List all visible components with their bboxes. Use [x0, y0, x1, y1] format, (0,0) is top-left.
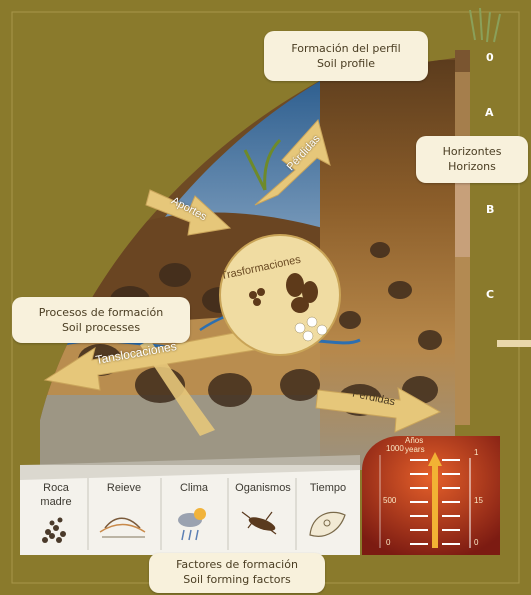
horizons-callout: Horizontes Horizons [416, 136, 528, 183]
grass [470, 8, 500, 42]
horizons-title: Horizontes [416, 144, 528, 159]
forming-factors-subtitle: Soil forming factors [149, 572, 325, 587]
factor-label-tiempo: Tiempo [300, 481, 356, 495]
horizon-letter-c: C [486, 288, 494, 301]
soil-processes-subtitle: Soil processes [12, 320, 190, 335]
scale-left-mid-value: 500 [383, 496, 396, 505]
soil-processes-title: Procesos de formación [12, 305, 190, 320]
legend-marker [497, 340, 531, 347]
scale-unit-en: years [405, 445, 425, 454]
horizon-letter-b: B [486, 203, 494, 216]
scale-left-top-value: 1000 [386, 444, 404, 453]
soil-processes-callout: Procesos de formación Soil processes [12, 297, 190, 343]
trasformaciones-disk [220, 235, 340, 355]
factor-label-clima: Clima [166, 481, 222, 495]
forming-factors-title: Factores de formación [149, 557, 325, 572]
scale-unit-es: Años [405, 436, 423, 445]
scale-right-mid-value: 15 [474, 496, 483, 505]
horizons-subtitle: Horizons [416, 159, 528, 174]
scale-right-bottom-value: 0 [474, 538, 478, 547]
soil-profile-title: Formación del perfil [264, 41, 428, 56]
horizon-letter-0: 0 [486, 51, 494, 64]
horizon-letter-a: A [485, 106, 494, 119]
scale-right-top-value: 1 [474, 448, 478, 457]
forming-factors-callout: Factores de formación Soil forming facto… [149, 553, 325, 593]
scale-left-bottom-value: 0 [386, 538, 390, 547]
factor-label-roca-madre: Roca madre [28, 481, 84, 509]
soil-profile-subtitle: Soil profile [264, 56, 428, 71]
soil-profile-callout: Formación del perfil Soil profile [264, 31, 428, 81]
factor-label-organismos: Oganismos [228, 481, 298, 495]
factor-label-relieve: Reieve [96, 481, 152, 495]
